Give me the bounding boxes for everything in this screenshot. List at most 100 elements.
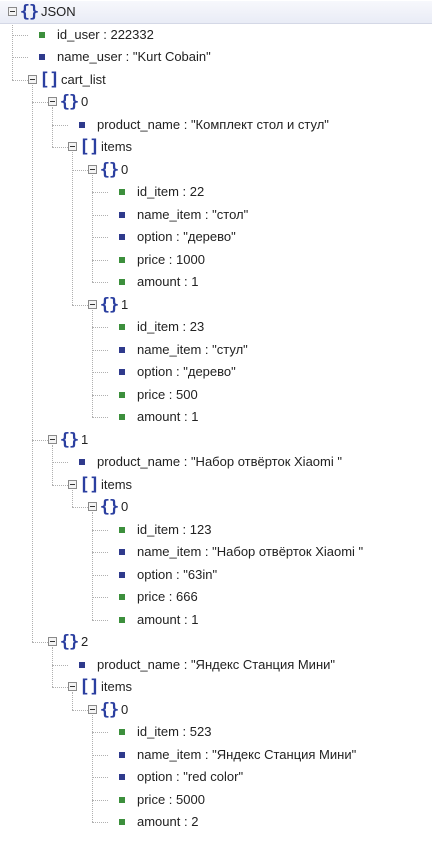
tree-row[interactable]: {}0 (0, 496, 432, 518)
number-leaf-icon (119, 256, 125, 263)
tree-row[interactable]: price : 500 (0, 384, 432, 406)
tree-connector-line (52, 124, 68, 126)
tree-row[interactable]: option : "дерево" (0, 361, 432, 383)
string-leaf-icon (119, 549, 125, 555)
collapse-toggle-icon[interactable] (48, 97, 57, 106)
tree-connector-line (52, 484, 68, 486)
tree-row[interactable]: name_item : "Яндекс Станция Мини" (0, 744, 432, 766)
tree-node-label: product_name : "Яндекс Станция Мини" (97, 656, 335, 672)
tree-row[interactable]: []items (0, 136, 432, 158)
tree-connector-line (72, 304, 88, 306)
tree-row[interactable]: name_item : "стол" (0, 204, 432, 226)
number-leaf-icon (119, 391, 125, 398)
tree-row[interactable]: price : 666 (0, 586, 432, 608)
collapse-toggle-icon[interactable] (88, 299, 97, 309)
tree-row[interactable]: price : 1000 (0, 249, 432, 271)
tree-row[interactable]: product_name : "Набор отвёрток Xiaomi " (0, 451, 432, 473)
curly-braces-icon: {} (59, 92, 79, 112)
string-leaf-icon (119, 774, 125, 780)
tree-row[interactable]: product_name : "Комплект стол и стул" (0, 114, 432, 136)
tree-node-label: JSON (41, 4, 76, 19)
tree-node-label: price : 666 (137, 589, 198, 604)
tree-node-label: 2 (81, 634, 89, 649)
tree-row[interactable]: amount : 2 (0, 811, 432, 833)
tree-node-label: option : "дерево" (137, 364, 236, 379)
tree-node-label: 0 (121, 499, 129, 514)
tree-row[interactable]: amount : 1 (0, 271, 432, 293)
number-leaf-icon (119, 616, 125, 623)
tree-connector-line (92, 259, 108, 261)
curly-braces-icon: {} (59, 429, 79, 450)
number-leaf-icon (119, 594, 125, 600)
collapse-toggle-icon[interactable] (88, 704, 97, 714)
tree-node-label: id_user : 222332 (57, 26, 154, 42)
tree-row[interactable]: name_item : "стул" (0, 339, 432, 361)
collapse-toggle-icon[interactable] (88, 502, 97, 511)
tree-row[interactable]: {}0 (0, 699, 432, 721)
tree-row[interactable]: amount : 1 (0, 609, 432, 631)
tree-row[interactable]: amount : 1 (0, 406, 432, 428)
tree-row[interactable]: name_user : "Kurt Cobain" (0, 46, 432, 68)
tree-row[interactable]: []items (0, 474, 432, 496)
tree-row[interactable]: []cart_list (0, 69, 432, 91)
collapse-toggle-icon[interactable] (68, 142, 77, 151)
tree-node-label: id_item : 23 (137, 319, 205, 334)
tree-connector-line (92, 552, 108, 553)
collapse-toggle-icon[interactable] (68, 682, 77, 691)
tree-row[interactable]: id_user : 222332 (0, 24, 432, 46)
tree-row[interactable]: []items (0, 676, 432, 698)
tree-row[interactable]: product_name : "Яндекс Станция Мини" (0, 654, 432, 676)
tree-connector-line (92, 754, 108, 756)
tree-row[interactable]: name_item : "Набор отвёрток Xiaomi " (0, 541, 432, 563)
tree-row[interactable]: price : 5000 (0, 789, 432, 811)
tree-row[interactable]: {}1 (0, 294, 432, 316)
number-leaf-icon (119, 279, 125, 285)
collapse-toggle-icon[interactable] (28, 74, 37, 84)
tree-row[interactable]: {}1 (0, 429, 432, 451)
string-leaf-icon (119, 369, 125, 375)
tree-row[interactable]: {}2 (0, 631, 432, 653)
tree-row[interactable]: {}0 (0, 159, 432, 181)
curly-braces-icon: {} (59, 632, 79, 652)
tree-row[interactable]: id_item : 22 (0, 181, 432, 203)
tree-root-row[interactable]: {}JSON (0, 1, 432, 24)
tree-connector-line (52, 687, 68, 688)
tree-connector-line (12, 79, 28, 81)
tree-node-label: name_item : "Яндекс Станция Мини" (137, 746, 357, 762)
tree-connector-line (32, 642, 48, 643)
string-leaf-icon (79, 661, 85, 668)
curly-braces-icon: {} (99, 294, 119, 315)
tree-node-label: name_item : "стул" (137, 341, 248, 357)
tree-row[interactable]: id_item : 523 (0, 721, 432, 743)
number-leaf-icon (119, 189, 125, 195)
tree-node-label: items (101, 679, 133, 694)
tree-row[interactable]: id_item : 23 (0, 316, 432, 338)
tree-node-label: product_name : "Комплект стол и стул" (97, 116, 329, 132)
tree-connector-line (52, 444, 53, 485)
tree-connector-line (32, 84, 33, 642)
tree-connector-line (92, 597, 108, 598)
square-brackets-icon: [] (79, 473, 100, 495)
collapse-toggle-icon[interactable] (68, 479, 77, 489)
tree-connector-line (92, 512, 93, 620)
number-leaf-icon (119, 819, 125, 825)
collapse-toggle-icon[interactable] (88, 164, 97, 174)
tree-connector-line (72, 169, 88, 171)
tree-row[interactable]: option : "63in" (0, 564, 432, 586)
number-leaf-icon (119, 324, 125, 330)
tree-node-label: 0 (81, 94, 89, 109)
tree-node-label: 1 (121, 296, 129, 312)
tree-node-label: price : 5000 (137, 791, 205, 807)
collapse-toggle-icon[interactable] (8, 7, 17, 16)
tree-node-label: amount : 1 (137, 611, 199, 627)
tree-node-label: name_user : "Kurt Cobain" (57, 49, 211, 64)
tree-row[interactable]: option : "red color" (0, 766, 432, 788)
collapse-toggle-icon[interactable] (48, 637, 57, 646)
tree-row[interactable]: option : "дерево" (0, 226, 432, 248)
tree-connector-line (92, 822, 108, 823)
tree-row[interactable]: {}0 (0, 91, 432, 113)
tree-node-label: option : "63in" (137, 566, 218, 582)
tree-node-label: price : 1000 (137, 251, 205, 267)
tree-row[interactable]: id_item : 123 (0, 519, 432, 541)
collapse-toggle-icon[interactable] (48, 434, 57, 444)
